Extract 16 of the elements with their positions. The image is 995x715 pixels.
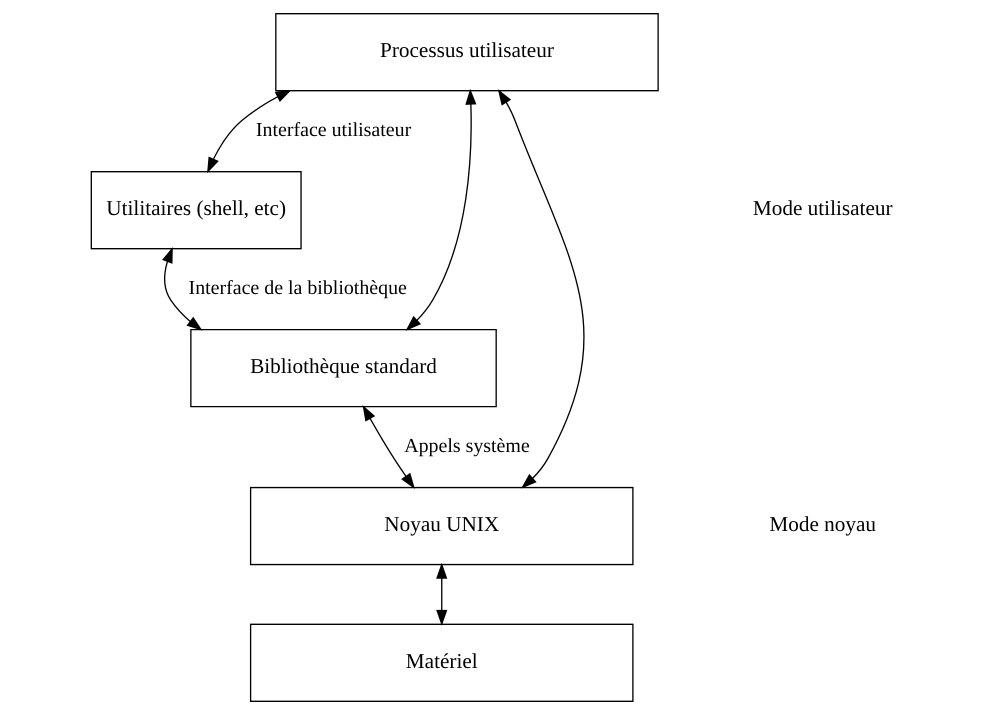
arrow (162, 246, 203, 331)
edge-label: Interface utilisateur (256, 118, 412, 141)
arrow (498, 89, 584, 489)
arrow (406, 88, 476, 331)
label: Mode noyau (769, 512, 876, 536)
edge-label: Interface de la bibliothèque (188, 276, 407, 299)
node-box: Matériel (250, 624, 634, 702)
node-box: Bibliothèque standard (190, 328, 497, 408)
node-box: Processus utilisateur (275, 13, 659, 92)
node-box: Noyau UNIX (250, 486, 634, 566)
node-box: Utilitaires (shell, etc) (90, 171, 302, 250)
arrow (436, 562, 448, 626)
arrow (207, 90, 292, 174)
edge-label: Appels système (404, 434, 530, 457)
arrow (362, 405, 415, 489)
label: Mode utilisateur (752, 196, 893, 220)
